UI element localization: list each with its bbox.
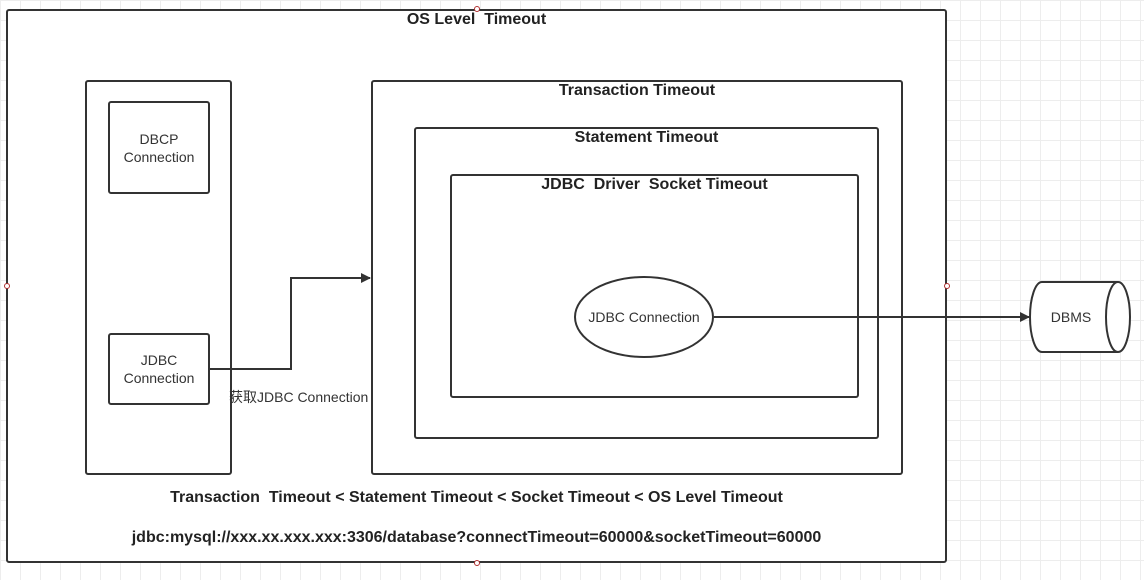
os-level-timeout-title: OS Level Timeout <box>406 11 547 28</box>
statement-timeout-title: Statement Timeout <box>574 129 719 146</box>
dbcp-connection-box[interactable]: DBCP Connection <box>108 101 210 194</box>
jdbc-connection-ellipse[interactable]: JDBC Connection <box>574 276 714 358</box>
dbcp-connection-label: DBCP Connection <box>123 130 195 165</box>
resize-handle-bottom[interactable] <box>474 560 480 566</box>
jdbc-url-text: jdbc:mysql://xxx.xx.xxx.xxx:3306/databas… <box>131 529 822 546</box>
jdbc-connection-ellipse-label: JDBC Connection <box>588 309 700 325</box>
acquire-connection-label: 获取JDBC Connection <box>229 389 369 405</box>
resize-handle-left[interactable] <box>4 283 10 289</box>
dbms-label: DBMS <box>1050 309 1092 325</box>
timeout-relation-text: Transaction Timeout < Statement Timeout … <box>170 489 783 506</box>
socket-timeout-title: JDBC Driver Socket Timeout <box>541 176 768 193</box>
transaction-timeout-title: Transaction Timeout <box>558 82 716 99</box>
resize-handle-right[interactable] <box>944 283 950 289</box>
resize-handle-top[interactable] <box>474 6 480 12</box>
jdbc-connection-box[interactable]: JDBC Connection <box>108 333 210 405</box>
jdbc-connection-label: JDBC Connection <box>123 352 195 386</box>
